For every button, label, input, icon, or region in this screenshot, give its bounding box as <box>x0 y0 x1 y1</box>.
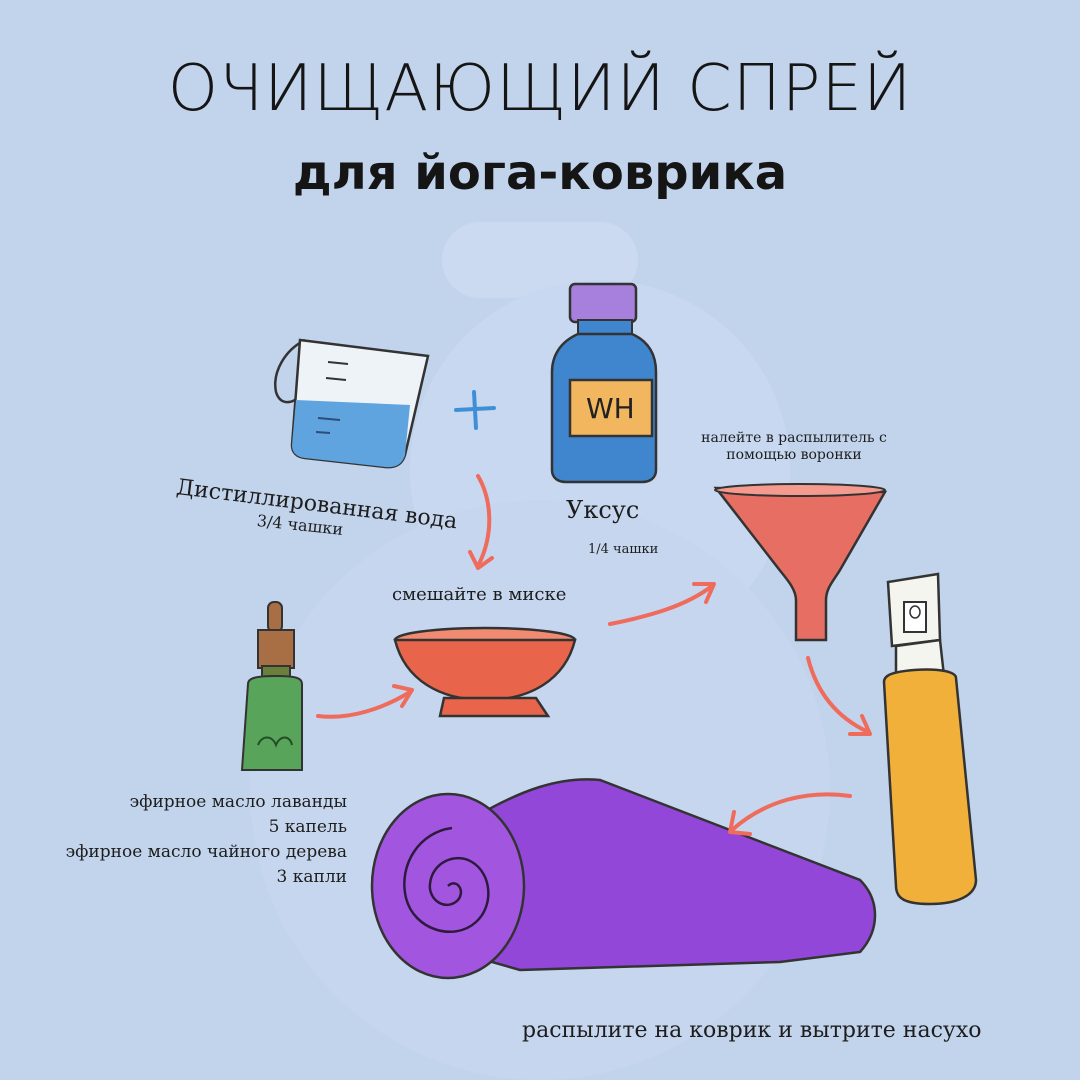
vinegar-bottle-label: WH <box>586 392 635 425</box>
funnel-icon <box>713 483 888 642</box>
plus-icon <box>454 390 496 430</box>
oil-lavender-amount: 5 капель <box>268 817 347 837</box>
oil-tea-tree-amount: 3 капли <box>276 867 347 887</box>
vinegar-bottle-icon <box>550 282 658 484</box>
oil-list: эфирное масло лаванды 5 капель эфирное м… <box>0 790 347 890</box>
arrow-to-bowl-top <box>468 474 494 570</box>
spray-step-label: распылите на коврик и вытрите насухо <box>522 1018 982 1043</box>
arrow-bottle-to-mat <box>728 792 852 836</box>
vinegar-amount: 1/4 чашки <box>588 542 659 557</box>
measuring-cup-icon <box>274 338 430 469</box>
arrow-bowl-to-funnel <box>608 582 716 626</box>
oil-lavender-label: эфирное масло лаванды <box>129 792 347 812</box>
page-title: ОЧИЩАЮЩИЙ СПРЕЙ <box>167 52 913 126</box>
spray-bottle-icon <box>882 572 978 906</box>
bowl-icon <box>393 626 577 718</box>
vinegar-label: Уксус <box>566 496 640 524</box>
pour-step-label: налейте в распылитель с помощью воронки <box>701 430 887 463</box>
rolled-mat-icon <box>370 778 877 980</box>
dropper-bottle-icon <box>240 601 303 771</box>
page-subtitle: для йога-коврика <box>292 145 788 201</box>
arrow-funnel-to-bottle <box>806 656 872 736</box>
oil-tea-tree-label: эфирное масло чайного дерева <box>65 842 347 862</box>
arrow-oil-to-bowl <box>316 684 414 719</box>
mix-step-label: смешайте в миске <box>392 584 567 605</box>
